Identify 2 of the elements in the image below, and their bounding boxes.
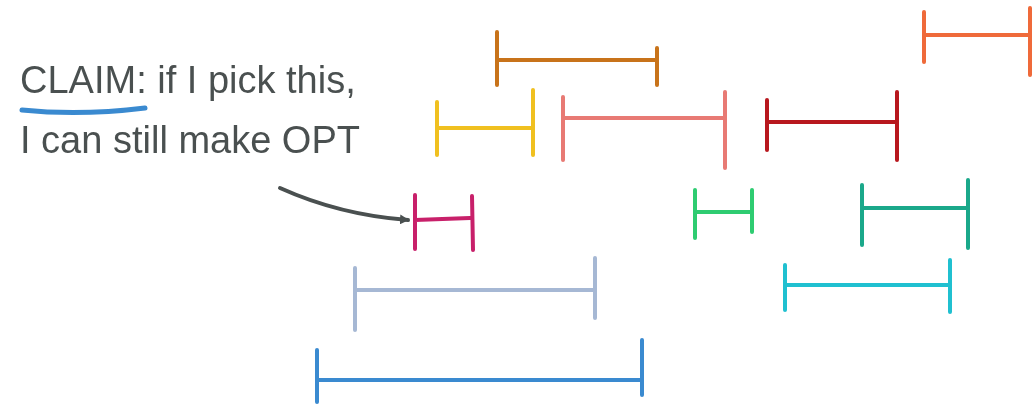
arrow — [278, 186, 410, 225]
claim-note: CLAIM: if I pick this, I can still make OPT — [20, 50, 490, 170]
